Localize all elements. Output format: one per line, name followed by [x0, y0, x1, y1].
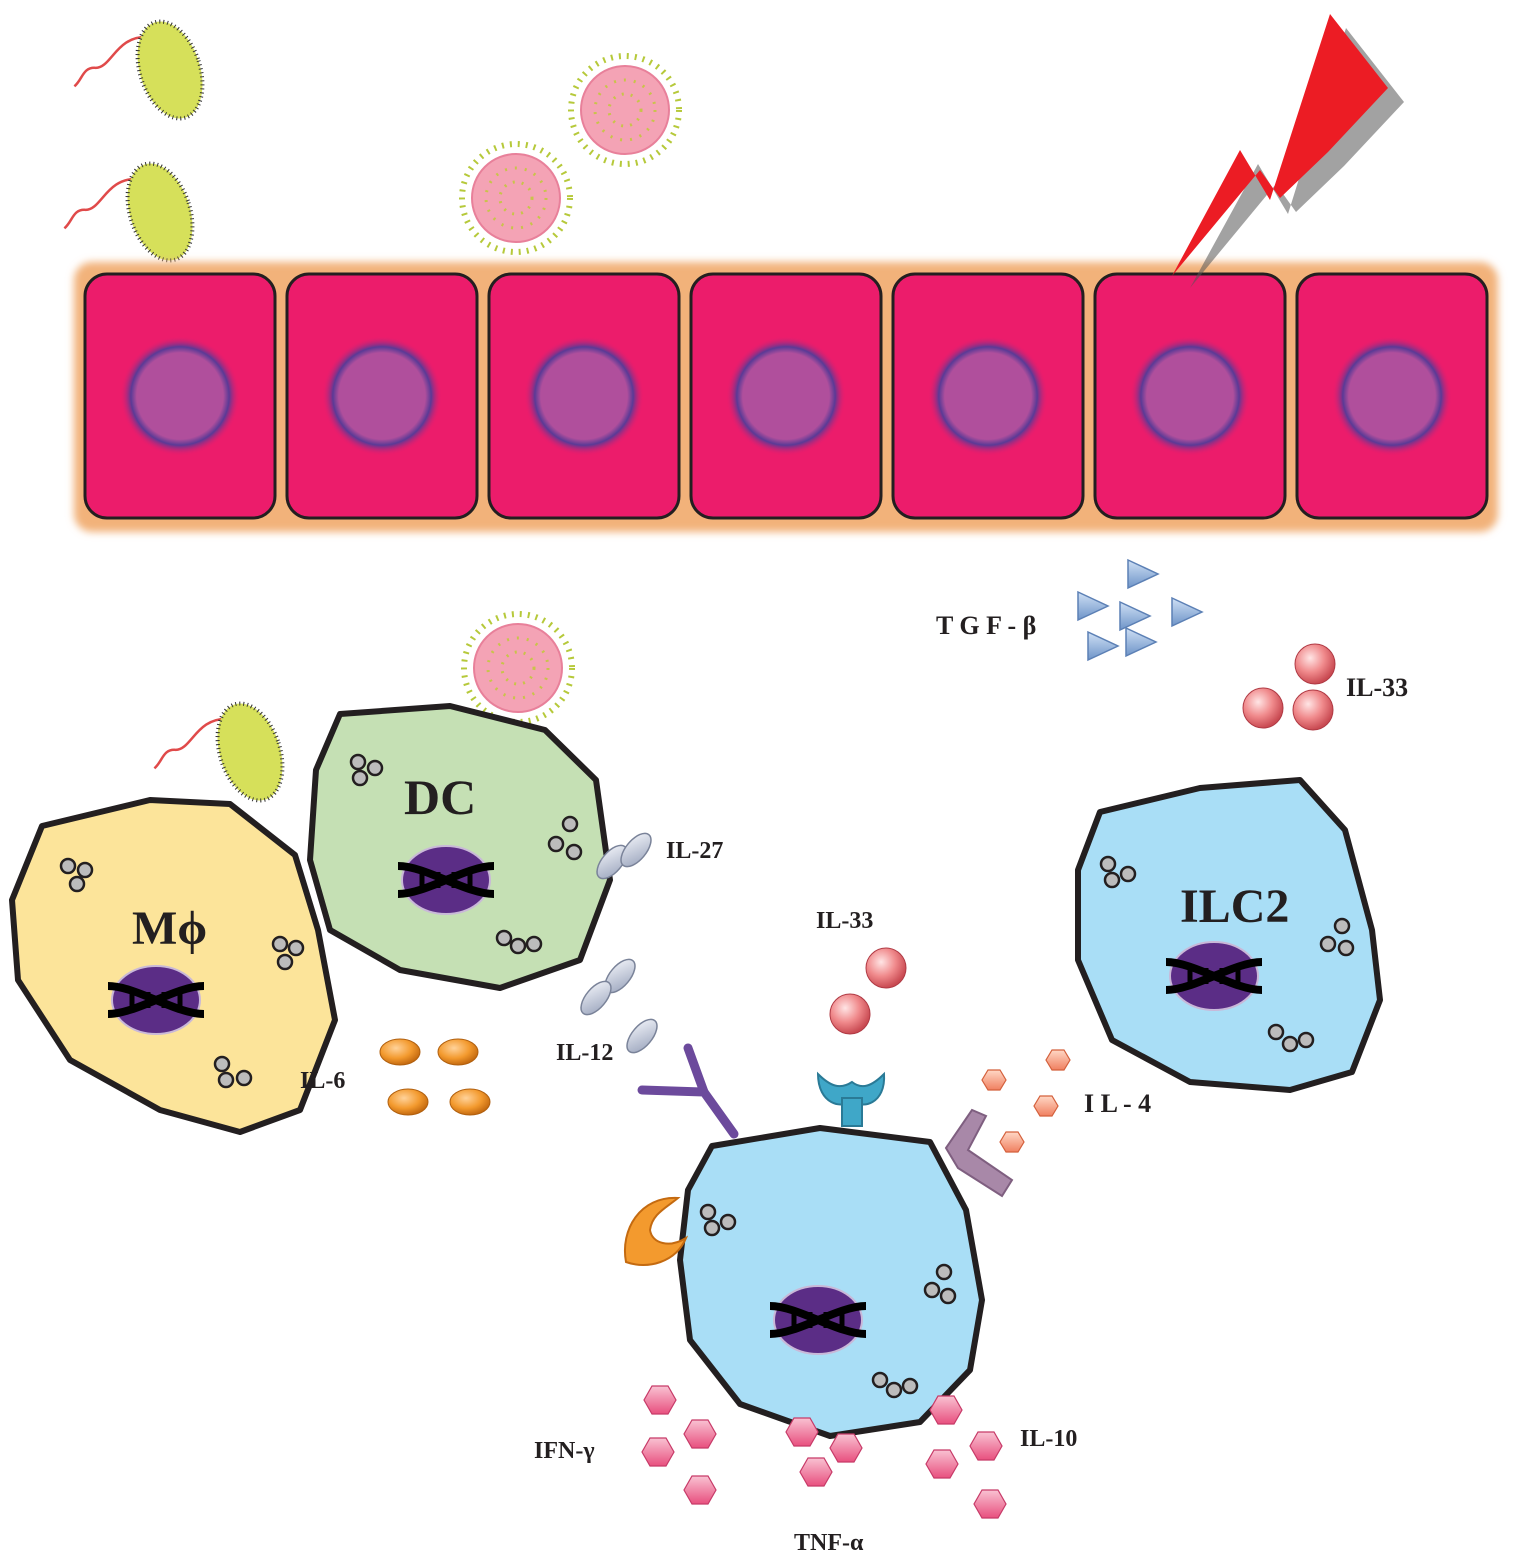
epithelial-cell	[891, 272, 1085, 520]
ifn-gamma-label: IFN-γ	[534, 1438, 595, 1464]
epithelial-cell	[83, 272, 277, 520]
dendritic-cell-label: DC	[404, 769, 476, 825]
ilc2-label: ILC2	[1180, 880, 1289, 933]
epithelial-cell	[1295, 272, 1489, 520]
virus-icon	[459, 141, 573, 255]
bacterium-icon	[63, 161, 195, 263]
t-cell	[677, 1125, 985, 1439]
il12-ovals	[580, 958, 658, 1054]
tgf-beta-label: T G F - β	[936, 611, 1036, 640]
macrophage-cell	[9, 797, 338, 1135]
il33-top-label: IL-33	[1346, 673, 1408, 702]
vesicle-icon	[59, 857, 305, 1089]
tnf-alpha-label: TNF-α	[794, 1530, 864, 1554]
il10-hexagons	[925, 1395, 1007, 1519]
dna-nucleus-icon	[397, 845, 495, 915]
dna-nucleus-icon	[107, 965, 205, 1035]
dna-nucleus-icon	[769, 1285, 867, 1355]
il4-label: I L - 4	[1084, 1089, 1151, 1118]
vesicle-icon	[349, 753, 583, 955]
dendritic-cell	[307, 703, 613, 991]
il6-particles	[379, 1038, 491, 1116]
dna-nucleus-icon	[1165, 941, 1263, 1011]
il33-spheres-top	[1242, 643, 1336, 731]
il27-ovals	[596, 832, 652, 880]
epithelial-cell	[285, 272, 479, 520]
tnf-alpha-hexagons	[785, 1417, 863, 1487]
epithelial-cell	[689, 272, 883, 520]
epithelial-cell	[487, 272, 681, 520]
il12-label: IL-12	[556, 1040, 613, 1066]
ilc2-cell	[1075, 777, 1383, 1093]
vesicle-icon	[1099, 855, 1355, 1053]
epithelial-cell	[1093, 272, 1287, 520]
virus-icon	[461, 611, 575, 725]
bacterium-icon	[153, 701, 285, 803]
tgf-beta-triangles	[1077, 558, 1204, 662]
vesicle-icon	[699, 1203, 957, 1399]
il33-spheres-mid	[829, 947, 907, 1035]
il4-receptor-icon	[944, 1108, 1014, 1198]
ifn-gamma-hexagons	[641, 1385, 717, 1505]
il33-receptor-icon	[816, 1071, 886, 1127]
lightning-bolt-icon	[1172, 14, 1404, 288]
il10-label: IL-10	[1020, 1426, 1077, 1452]
epithelial-layer	[74, 262, 1498, 532]
il6-label: IL-6	[300, 1068, 345, 1094]
il12-receptor-icon	[637, 1043, 739, 1139]
crescent-receptor-icon	[624, 1196, 689, 1266]
virus-icon	[568, 53, 682, 167]
il33-mid-label: IL-33	[816, 908, 873, 934]
il27-label: IL-27	[666, 838, 723, 864]
bacterium-icon	[73, 19, 205, 121]
il4-hexagons	[981, 1049, 1071, 1153]
macrophage-label: Mϕ	[132, 902, 207, 955]
